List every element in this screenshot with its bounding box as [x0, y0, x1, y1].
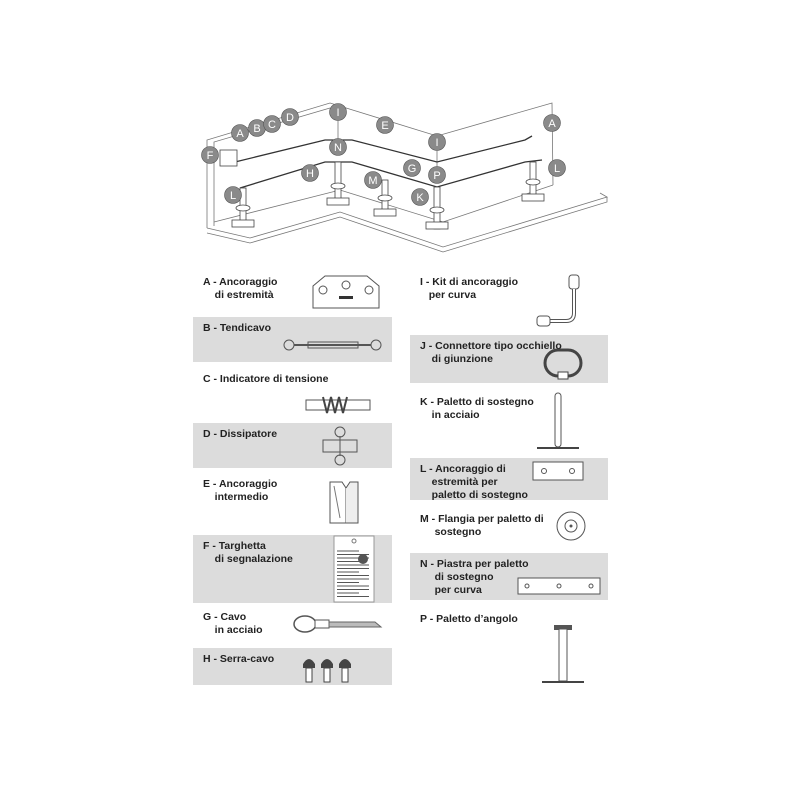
component-illustration	[305, 395, 371, 419]
legend-label: H - Serra-cavo	[203, 653, 275, 665]
svg-text:I: I	[435, 137, 438, 149]
svg-text:H: H	[306, 168, 314, 180]
legend-label: I - Kit di ancoraggio per curva	[420, 276, 519, 301]
legend-item-left-5: F - Targhetta di segnalazione	[193, 535, 392, 603]
legend-label: G - Cavo in acciaio	[203, 611, 263, 636]
svg-text:B: B	[253, 123, 260, 135]
legend-label: F - Targhetta di segnalazione	[203, 540, 293, 565]
component-illustration	[328, 480, 360, 529]
component-illustration	[555, 510, 587, 546]
posts	[219, 149, 545, 230]
svg-text:I: I	[336, 107, 339, 119]
legend-label: P - Paletto d’angolo	[420, 613, 518, 625]
legend-label: M - Flangia per paletto di sostegno	[420, 513, 544, 538]
callout-n: N	[329, 138, 347, 156]
legend-label: N - Piastra per paletto di sostegno per …	[420, 558, 529, 596]
callout-h: H	[301, 164, 319, 182]
svg-text:N: N	[334, 142, 342, 154]
callout-m: M	[364, 171, 382, 189]
component-illustration	[535, 391, 581, 455]
component-illustration	[283, 337, 383, 357]
svg-text:P: P	[433, 170, 440, 182]
callout-k: K	[411, 188, 429, 206]
svg-text:F: F	[207, 150, 214, 162]
callout-e: E	[376, 116, 394, 134]
svg-text:L: L	[554, 163, 560, 175]
svg-text:L: L	[230, 190, 236, 202]
legend-item-left-7: H - Serra-cavo	[193, 648, 392, 685]
legend-label: K - Paletto di sostegno in acciaio	[420, 396, 534, 421]
legend-item-left-1: B - Tendicavo	[193, 317, 392, 362]
callout-b: B	[248, 119, 266, 137]
legend-item-left-4: E - Ancoraggio intermedio	[193, 470, 392, 535]
svg-text:E: E	[381, 120, 388, 132]
legend-item-left-3: D - Dissipatore	[193, 423, 392, 468]
legend-item-right-3: L - Ancoraggio di estremità per paletto …	[410, 458, 608, 501]
component-illustration	[320, 426, 360, 470]
svg-text:K: K	[416, 192, 424, 204]
callout-g: G	[403, 159, 421, 177]
legend-label: E - Ancoraggio intermedio	[203, 478, 278, 503]
callout-a: A	[231, 124, 249, 142]
legend-item-right-0: I - Kit di ancoraggio per curva	[410, 268, 608, 330]
svg-text:A: A	[548, 118, 556, 130]
component-illustration	[535, 273, 581, 333]
component-illustration	[517, 577, 601, 599]
legend-item-left-2: C - Indicatore di tensione	[193, 365, 392, 420]
cables	[234, 135, 543, 189]
legend-label: C - Indicatore di tensione	[203, 373, 329, 385]
callout-l: L	[224, 186, 242, 204]
component-illustration	[301, 654, 357, 688]
legend-item-right-4: M - Flangia per paletto di sostegno	[410, 505, 608, 550]
callout-p: P	[428, 166, 446, 184]
callout-a: A	[543, 114, 561, 132]
svg-text:G: G	[408, 163, 417, 175]
svg-text:M: M	[368, 175, 377, 187]
component-illustration	[542, 347, 584, 385]
callout-i: I	[329, 103, 347, 121]
component-illustration	[540, 623, 586, 691]
component-illustration	[311, 274, 381, 314]
callout-l: L	[548, 159, 566, 177]
legend-label: D - Dissipatore	[203, 428, 278, 440]
legend-label: A - Ancoraggio di estremità	[203, 276, 278, 301]
legend-item-right-5: N - Piastra per paletto di sostegno per …	[410, 553, 608, 600]
legend-label: B - Tendicavo	[203, 322, 272, 334]
component-illustration	[333, 535, 375, 607]
component-illustration	[532, 461, 584, 485]
legend-item-right-6: P - Paletto d’angolo	[410, 605, 608, 693]
svg-text:C: C	[268, 119, 276, 131]
legend-item-left-0: A - Ancoraggio di estremità	[193, 268, 392, 314]
callout-i: I	[428, 133, 446, 151]
svg-text:D: D	[286, 112, 294, 124]
svg-text:A: A	[236, 128, 244, 140]
callout-f: F	[201, 146, 219, 164]
callout-d: D	[281, 108, 299, 126]
component-illustration	[293, 611, 383, 641]
legend-label: L - Ancoraggio di estremità per paletto …	[420, 463, 528, 501]
legend-label: J - Connettore tipo occhiello di giunzio…	[420, 340, 562, 365]
legend-item-left-6: G - Cavo in acciaio	[193, 603, 392, 648]
legend-item-right-1: J - Connettore tipo occhiello di giunzio…	[410, 335, 608, 383]
callout-c: C	[263, 115, 281, 133]
legend-item-right-2: K - Paletto di sostegno in acciaio	[410, 388, 608, 455]
